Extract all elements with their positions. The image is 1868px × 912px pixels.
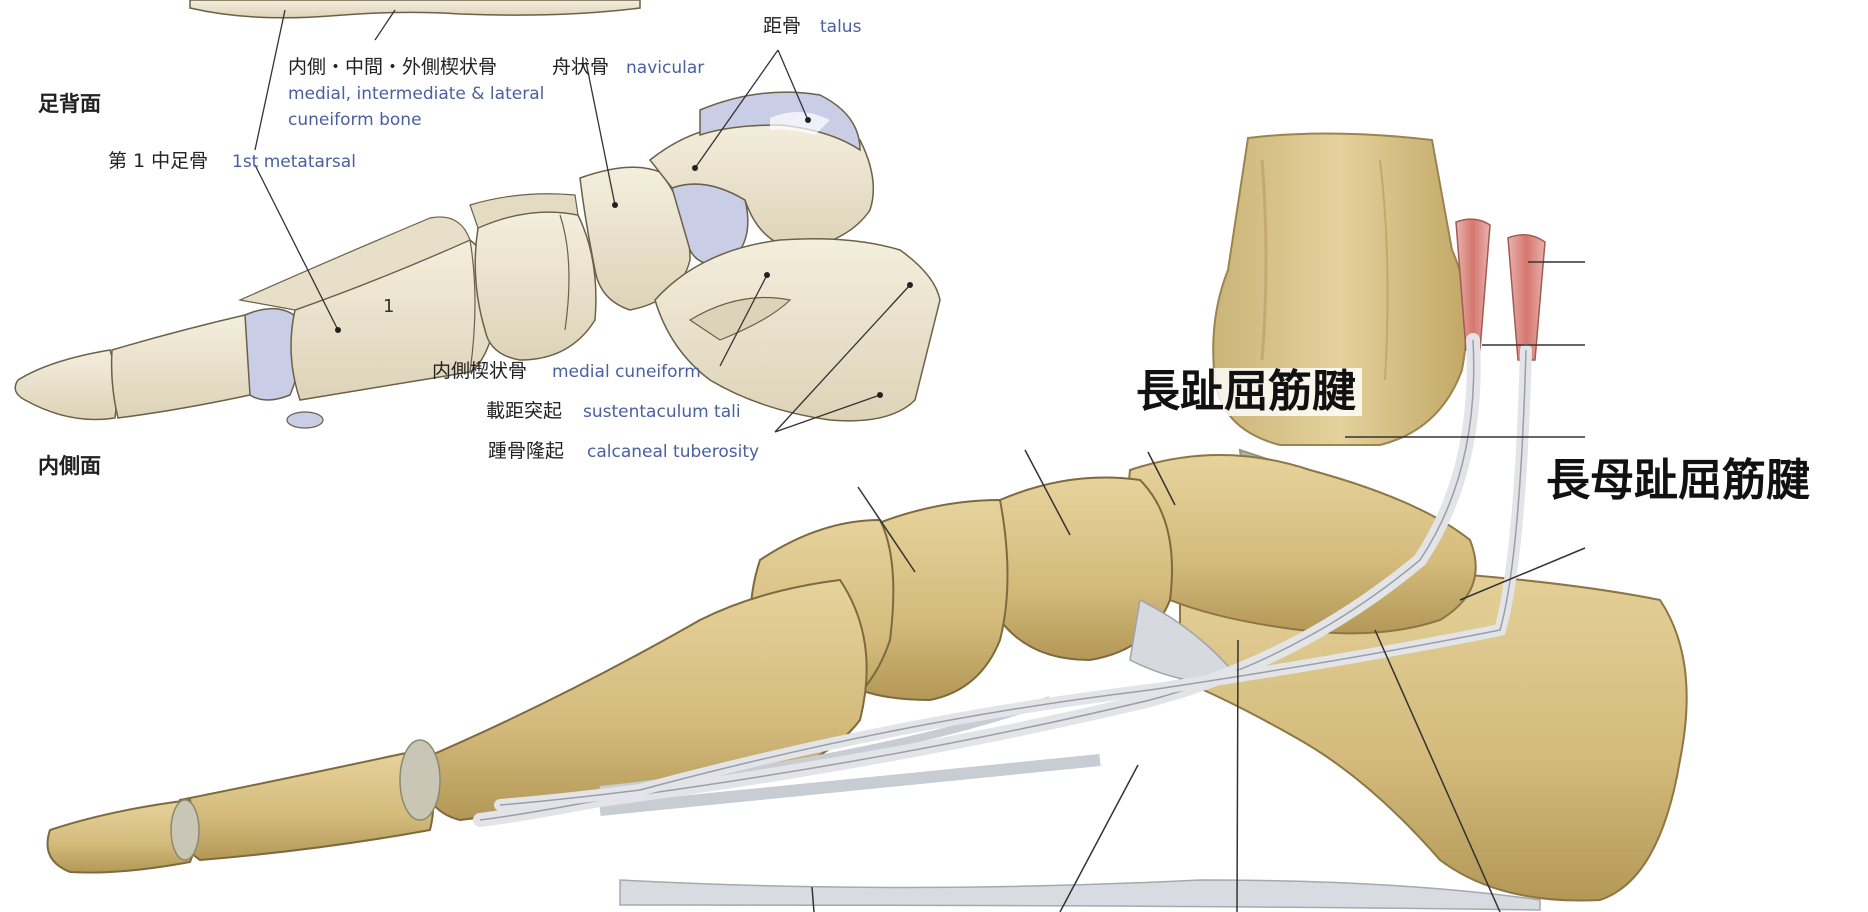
label-metatarsal-number: 1 <box>383 298 394 316</box>
section-label-dorsal: 足背面 <box>38 94 101 115</box>
label-cuneiforms-en-1: medial, intermediate & lateral <box>288 86 544 103</box>
label-fdl-tendon: 長趾屈筋腱 <box>1130 368 1362 416</box>
label-medial-cuneiform-en: medial cuneiform <box>552 364 701 381</box>
label-medial-cuneiform-jp: 内側楔状骨 <box>432 362 527 381</box>
plantar-ligament <box>620 880 1540 910</box>
proximal-phalanx-bone <box>178 750 434 860</box>
label-navicular-jp: 舟状骨 <box>552 58 609 77</box>
label-navicular-en: navicular <box>626 60 704 77</box>
sketch-calcaneus <box>655 239 940 421</box>
label-talus-en: talus <box>820 19 861 36</box>
label-calcaneal-tuberosity-en: calcaneal tuberosity <box>587 444 759 461</box>
label-fhl-tendon: 長母趾屈筋腱 <box>1546 459 1810 503</box>
section-label-medial: 内側面 <box>38 456 101 477</box>
label-sustentaculum-jp: 載距突起 <box>486 402 562 421</box>
sketch-medial-cuneiform <box>475 212 596 360</box>
label-talus-jp: 距骨 <box>763 17 801 36</box>
label-first-metatarsal-jp: 第 1 中足骨 <box>108 152 208 171</box>
label-first-metatarsal-en: 1st metatarsal <box>232 154 356 171</box>
label-cuneiforms-jp: 内側・中間・外側楔状骨 <box>288 58 497 77</box>
fhl-muscle <box>1508 235 1545 360</box>
label-cuneiforms-en-2: cuneiform bone <box>288 112 422 129</box>
sketch-distal-phalanx <box>15 350 116 420</box>
label-sustentaculum-en: sustentaculum tali <box>583 404 741 421</box>
label-calcaneal-tuberosity-jp: 踵骨隆起 <box>488 442 564 461</box>
sketch-proximal-phalanx <box>112 315 253 418</box>
